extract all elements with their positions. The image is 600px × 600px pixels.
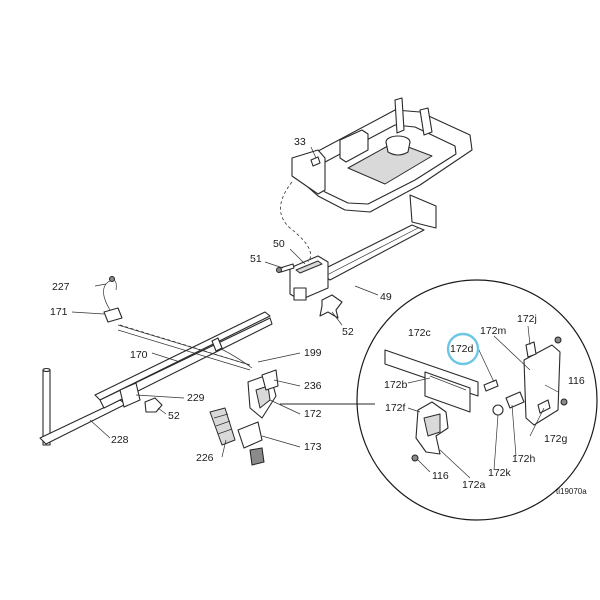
label-229: 229: [187, 392, 205, 404]
main-frame: [39, 276, 279, 466]
callout-labels: 33 50 51 49 52 227 171 170 199 236 229 5…: [50, 136, 587, 496]
label-49: 49: [380, 291, 392, 303]
cart-frame: [276, 97, 473, 319]
label-172g: 172g: [544, 433, 568, 445]
label-50: 50: [273, 238, 285, 250]
label-172c: 172c: [408, 327, 431, 339]
label-116-left: 116: [432, 470, 449, 482]
label-227: 227: [52, 281, 70, 293]
label-116-right: 116: [568, 375, 585, 387]
label-173: 173: [304, 441, 322, 453]
label-226: 226: [196, 452, 214, 464]
label-199: 199: [304, 347, 322, 359]
label-172a: 172a: [462, 479, 486, 491]
label-51: 51: [250, 253, 262, 265]
label-172k: 172k: [488, 467, 512, 479]
label-172b: 172b: [384, 379, 408, 391]
label-172: 172: [304, 408, 322, 420]
label-52-top: 52: [342, 326, 354, 338]
leader-lines: [71, 146, 379, 458]
label-52-bottom: 52: [168, 410, 180, 422]
label-236: 236: [304, 380, 322, 392]
label-33: 33: [294, 136, 306, 148]
detail-circle: [356, 279, 598, 521]
label-172h: 172h: [512, 453, 536, 465]
detail-view: [356, 279, 598, 521]
label-172f: 172f: [385, 402, 406, 414]
figure-ref: ti19070a: [556, 487, 587, 496]
label-170: 170: [130, 349, 148, 361]
label-228: 228: [111, 434, 129, 446]
label-172d: 172d: [450, 343, 474, 355]
label-171: 171: [50, 306, 68, 318]
label-172j: 172j: [517, 313, 537, 325]
highlight-ring: [446, 332, 480, 366]
label-172m: 172m: [480, 325, 507, 337]
